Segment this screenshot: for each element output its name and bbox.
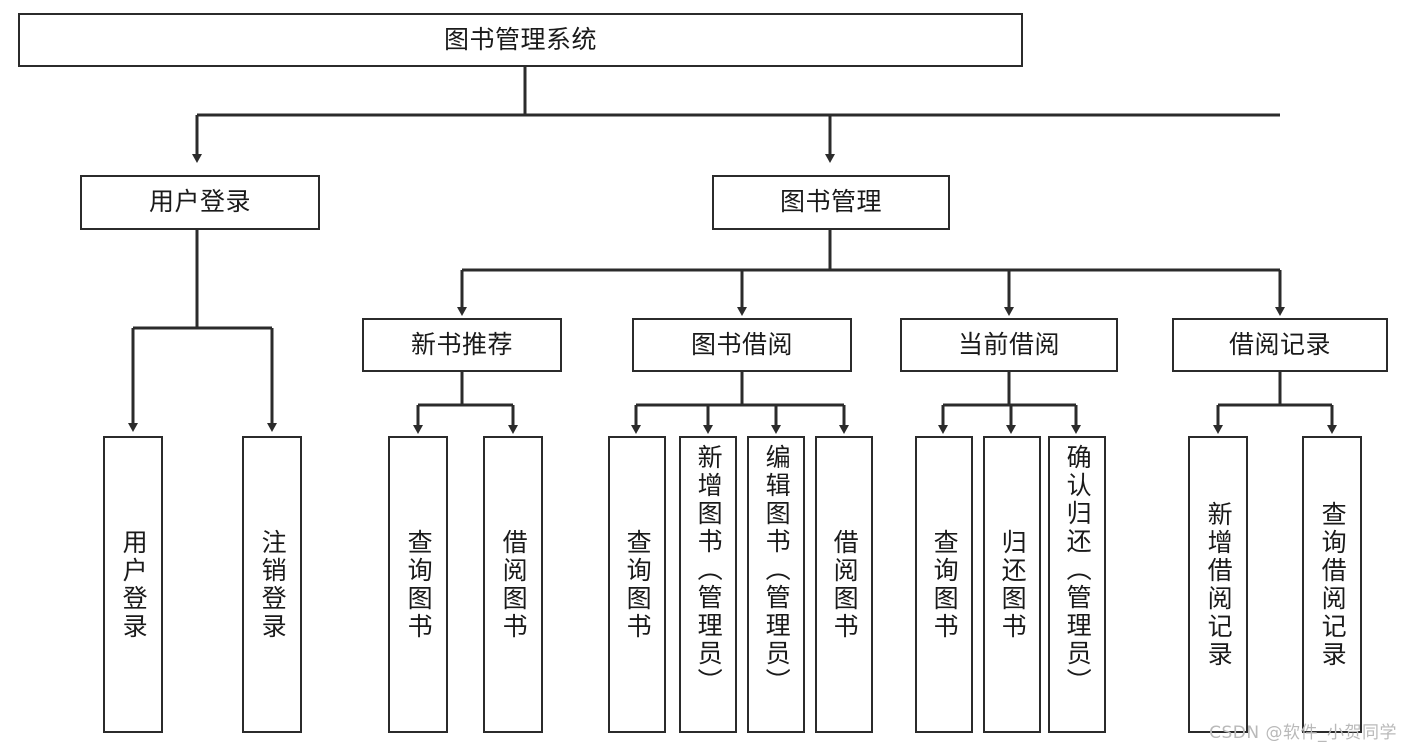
leaf-query-book-2-label: 查询图书 (623, 528, 653, 641)
node-borrow-record[interactable]: 借阅记录 (1172, 318, 1388, 372)
node-book-borrow[interactable]: 图书借阅 (632, 318, 852, 372)
leaf-user-logout[interactable]: 注销登录 (242, 436, 302, 733)
leaf-query-book-2[interactable]: 查询图书 (608, 436, 666, 733)
node-root-label: 图书管理系统 (443, 24, 597, 54)
leaf-query-record-label: 查询借阅记录 (1318, 500, 1348, 669)
leaf-add-record[interactable]: 新增借阅记录 (1188, 436, 1248, 733)
node-root[interactable]: 图书管理系统 (18, 13, 1023, 67)
leaf-user-login[interactable]: 用户登录 (103, 436, 163, 733)
node-user-login-label: 用户登录 (148, 187, 251, 217)
leaf-query-book-3-label: 查询图书 (930, 528, 960, 641)
leaf-confirm-return-label: 确认归还（管理员） (1063, 444, 1093, 696)
node-current-borrow-label: 当前借阅 (957, 329, 1060, 359)
leaf-query-book-1-label: 查询图书 (404, 528, 434, 641)
leaf-user-login-label: 用户登录 (119, 528, 149, 641)
leaf-return-book[interactable]: 归还图书 (983, 436, 1041, 733)
leaf-return-book-label: 归还图书 (998, 528, 1028, 641)
leaf-edit-book[interactable]: 编辑图书（管理员） (747, 436, 805, 733)
leaf-query-record[interactable]: 查询借阅记录 (1302, 436, 1362, 733)
node-borrow-record-label: 借阅记录 (1228, 329, 1331, 359)
node-user-login[interactable]: 用户登录 (80, 175, 320, 230)
node-new-book-recommend-label: 新书推荐 (410, 329, 513, 359)
csdn-watermark: CSDN @软件_小贺同学 (1209, 723, 1397, 743)
leaf-add-record-label: 新增借阅记录 (1204, 500, 1234, 669)
leaf-borrow-book-1-label: 借阅图书 (499, 528, 529, 641)
leaf-confirm-return[interactable]: 确认归还（管理员） (1048, 436, 1106, 733)
leaf-user-logout-label: 注销登录 (258, 528, 288, 641)
leaf-add-book-label: 新增图书（管理员） (694, 444, 724, 696)
node-book-manage[interactable]: 图书管理 (712, 175, 950, 230)
leaf-query-book-1[interactable]: 查询图书 (388, 436, 448, 733)
node-book-manage-label: 图书管理 (779, 187, 882, 217)
leaf-edit-book-label: 编辑图书（管理员） (762, 444, 792, 696)
node-current-borrow[interactable]: 当前借阅 (900, 318, 1118, 372)
leaf-borrow-book-1[interactable]: 借阅图书 (483, 436, 543, 733)
leaf-borrow-book-2-label: 借阅图书 (830, 528, 860, 641)
node-book-borrow-label: 图书借阅 (690, 329, 793, 359)
leaf-add-book[interactable]: 新增图书（管理员） (679, 436, 737, 733)
node-new-book-recommend[interactable]: 新书推荐 (362, 318, 562, 372)
leaf-query-book-3[interactable]: 查询图书 (915, 436, 973, 733)
leaf-borrow-book-2[interactable]: 借阅图书 (815, 436, 873, 733)
